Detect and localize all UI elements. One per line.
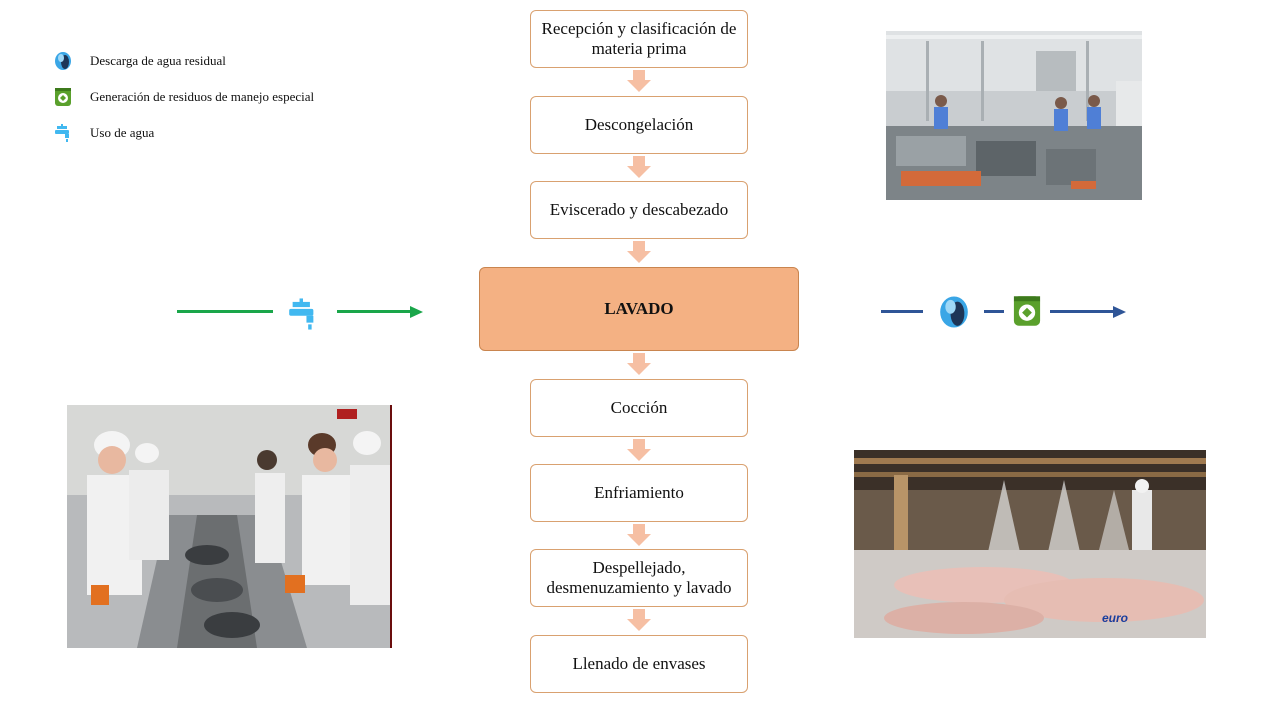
photo-workers-fish [67, 405, 392, 648]
step-llenado: Llenado de envases [530, 635, 748, 693]
water-tap-icon [289, 298, 314, 330]
step-descongelacion: Descongelación [530, 96, 748, 154]
photo-cooking-steam: euro [854, 450, 1206, 638]
water-tap-icon [52, 122, 74, 144]
input-flow-line [337, 310, 411, 313]
step-recepcion: Recepción y clasificación de materia pri… [530, 10, 748, 68]
legend-label: Uso de agua [90, 125, 155, 140]
input-flow-line [177, 310, 273, 313]
recycle-bin-icon [1013, 296, 1041, 326]
legend-item-water-use: Uso de agua [52, 122, 154, 144]
flow-arrow [627, 439, 651, 461]
legend-label: Generación de residuos de manejo especia… [90, 89, 315, 104]
flow-arrow [627, 609, 651, 631]
step-coccion: Cocción [530, 379, 748, 437]
legend-item-waste: Generación de residuos de manejo especia… [52, 86, 314, 108]
recycle-bin-icon [52, 86, 74, 108]
output-flow-line [881, 310, 923, 313]
step-lavado: LAVADO [479, 267, 799, 351]
flow-arrow [627, 156, 651, 178]
input-flow-arrowhead [410, 305, 423, 318]
flow-arrow [627, 524, 651, 546]
step-eviscerado: Eviscerado y descabezado [530, 181, 748, 239]
legend-item-wastewater: Descarga de agua residual [52, 50, 226, 72]
output-flow-line [984, 310, 1004, 313]
flow-arrow [627, 70, 651, 92]
step-despellejado: Despellejado, desmenuzamiento y lavado [530, 549, 748, 607]
step-enfriamiento: Enfriamiento [530, 464, 748, 522]
photo-watermark: euro [1102, 611, 1128, 625]
flow-arrow [627, 353, 651, 375]
photo-factory-interior [886, 31, 1142, 200]
wastewater-discharge-icon [52, 50, 74, 72]
legend-label: Descarga de agua residual [90, 53, 226, 68]
flow-arrow [627, 241, 651, 263]
output-flow-arrowhead [1113, 305, 1126, 318]
output-flow-line [1050, 310, 1114, 313]
wastewater-discharge-icon [940, 296, 968, 328]
